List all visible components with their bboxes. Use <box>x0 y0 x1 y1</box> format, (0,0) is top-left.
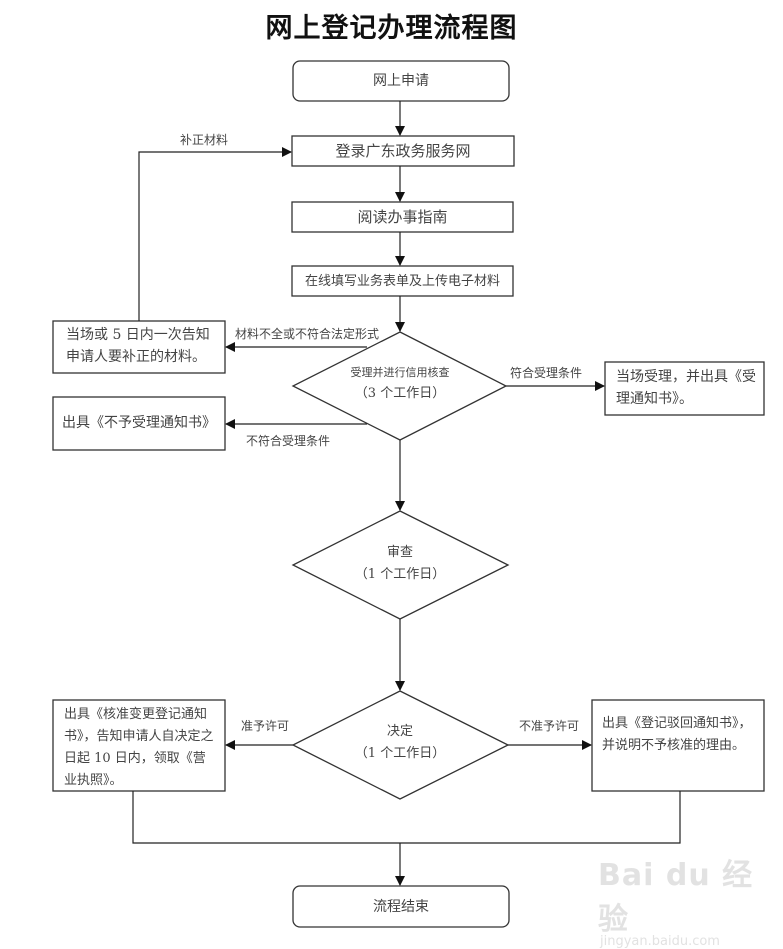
fill-form-node-label: 在线填写业务表单及上传电子材料 <box>304 274 500 289</box>
decision-label-1: 决定 <box>386 724 413 739</box>
read-guide-node-label: 阅读办事指南 <box>357 208 448 226</box>
edge-label-approve: 准予许可 <box>241 719 290 733</box>
edge-label-eligible: 符合受理条件 <box>510 366 583 380</box>
baidu-jingyan-watermark: Bai du 经验 jingyan.baidu.com <box>598 850 783 949</box>
start-node <box>292 60 510 102</box>
edge-label-incomplete: 材料不全或不符合法定形式 <box>235 327 380 341</box>
fill-form-node <box>291 265 514 297</box>
page-title: 网上登记办理流程图 <box>265 13 518 44</box>
accept-check-label-2: （3 个工作日） <box>354 386 446 401</box>
accept-notice-node <box>604 361 765 416</box>
accept-check-label-1: 受理并进行信用核查 <box>350 366 450 379</box>
decision-label-2: （1 个工作日） <box>354 746 446 761</box>
deny-notice-node <box>591 699 765 792</box>
deny-notice-label: 出具《登记驳回通知书》，并说明不予核准的理由。 <box>602 716 752 753</box>
review-label-1: 审查 <box>386 545 413 560</box>
decision-diamond <box>291 690 510 800</box>
edge-label-not-eligible: 不符合受理条件 <box>246 434 331 448</box>
review-label-2: （1 个工作日） <box>354 567 446 582</box>
approve-notice-node <box>52 699 226 792</box>
edge-label-supplement: 补正材料 <box>180 133 229 147</box>
reject-notice-label: 出具《不予受理通知书》 <box>62 415 216 431</box>
edge-supplement-login <box>138 147 292 321</box>
end-node <box>292 885 510 928</box>
watermark-brand: Bai du 经验 <box>598 858 754 937</box>
end-node-label: 流程结束 <box>373 899 429 915</box>
approve-notice-label: 出具《核准变更登记通知书》，告知申请人自决定之日起 10 日内，领取《营业执照》… <box>64 707 214 788</box>
supplement-notice-label: 当场或 5 日内一次告知申请人要补正的材料。 <box>66 327 210 365</box>
edge-approve-merge <box>132 791 681 844</box>
accept-notice-label: 当场受理，并出具《受理通知书》。 <box>616 369 756 407</box>
edge-label-deny: 不准予许可 <box>519 719 580 733</box>
login-node <box>291 135 515 167</box>
start-node-label: 网上申请 <box>373 73 429 89</box>
login-node-label: 登录广东政务服务网 <box>335 142 471 160</box>
read-guide-node <box>291 201 514 233</box>
watermark-url: jingyan.baidu.com <box>600 934 720 949</box>
